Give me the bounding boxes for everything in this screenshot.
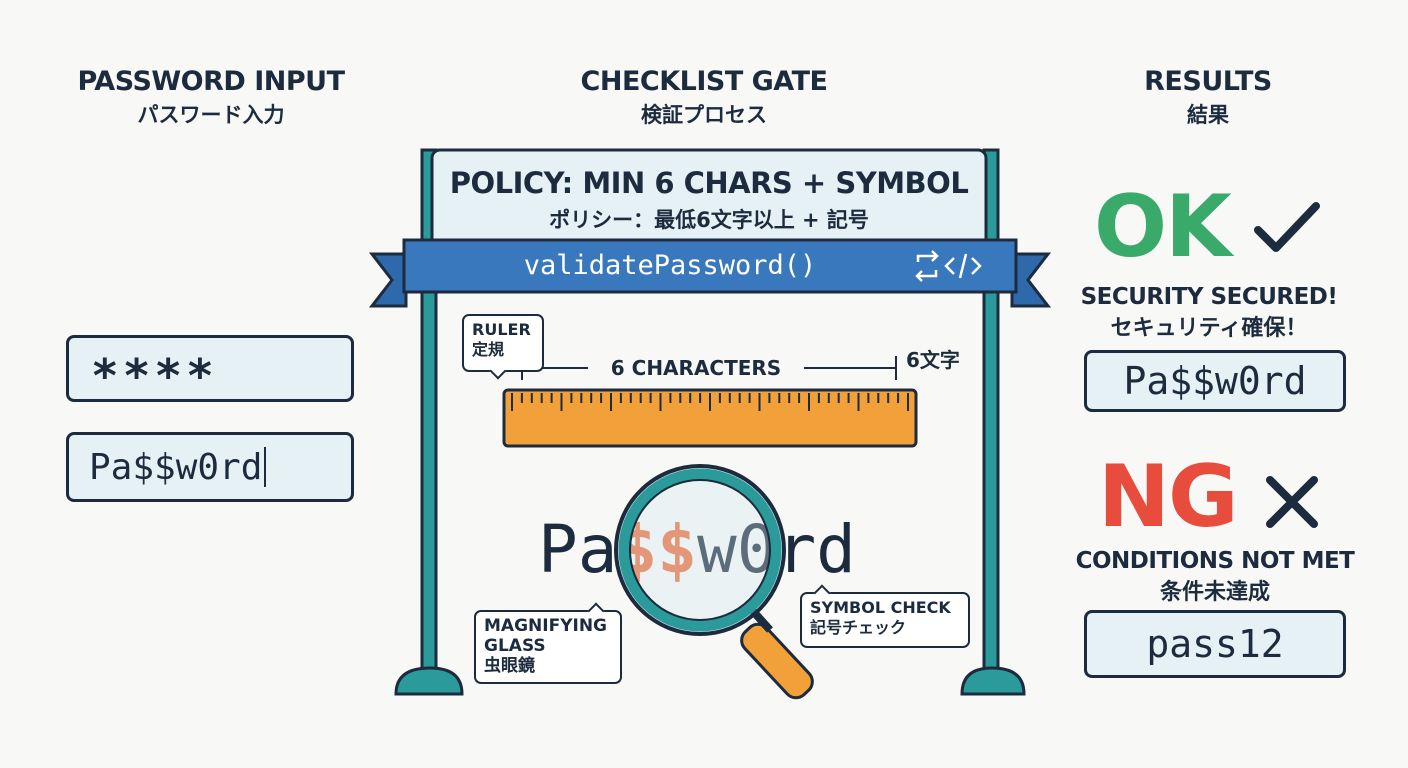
ruler-callout-ja: 定規	[472, 340, 505, 359]
ruler-icon	[502, 388, 918, 448]
sample-password-prefix: Pa	[538, 511, 618, 588]
plain-password-field[interactable]: Pa$$w0rd	[66, 432, 354, 502]
banner-right-tail	[1010, 252, 1052, 308]
gate-column-title: CHECKLIST GATE	[580, 66, 828, 97]
ng-message-en: CONDITIONS NOT MET	[1075, 548, 1355, 574]
ok-example-value: Pa$$w0rd	[1123, 359, 1307, 403]
masked-password-field[interactable]: ****	[66, 335, 354, 402]
magnifier-callout-en: MAGNIFYING GLASS	[484, 616, 608, 656]
ng-example-value: pass12	[1146, 622, 1284, 666]
sample-password: Pa$$w0rd	[538, 512, 898, 588]
input-column-subtitle: パスワード入力	[137, 103, 285, 127]
masked-password-value: ****	[91, 348, 218, 403]
sample-password-symbols: $$	[617, 511, 697, 588]
results-column-title: RESULTS	[1144, 66, 1272, 97]
cross-icon	[1266, 476, 1318, 528]
gate-column-subtitle: 検証プロセス	[641, 103, 767, 127]
symbol-check-callout: SYMBOL CHECK 記号チェック	[800, 592, 970, 648]
ng-message: CONDITIONS NOT MET 条件未達成	[1070, 548, 1360, 606]
sample-password-suffix: w0rd	[696, 511, 856, 588]
code-icon	[944, 253, 982, 279]
input-column-heading: PASSWORD INPUT パスワード入力	[56, 66, 366, 129]
plain-password-value: Pa$$w0rd	[89, 446, 263, 488]
text-cursor	[264, 447, 267, 487]
results-column-heading: RESULTS 結果	[1108, 66, 1308, 129]
ok-message-ja: セキュリティ確保！	[1110, 316, 1308, 341]
gate-column-heading: CHECKLIST GATE 検証プロセス	[534, 66, 874, 129]
ng-example-field: pass12	[1084, 610, 1346, 678]
policy-text-en: POLICY: MIN 6 CHARS + SYMBOL	[449, 166, 969, 200]
magnifier-callout-ja: 虫眼鏡	[484, 656, 535, 676]
check-icon	[1254, 202, 1320, 252]
ok-message: SECURITY SECURED! セキュリティ確保！	[1070, 284, 1348, 342]
right-post-foot	[960, 666, 1026, 696]
left-post-foot	[394, 666, 464, 696]
ng-status: NG	[1098, 447, 1239, 547]
policy-panel	[430, 148, 988, 252]
results-column-subtitle: 結果	[1187, 103, 1229, 127]
magnifier-callout: MAGNIFYING GLASS 虫眼鏡	[474, 610, 622, 684]
loop-icon	[915, 250, 939, 282]
ok-example-field: Pa$$w0rd	[1084, 350, 1346, 412]
banner-left-tail	[368, 252, 408, 308]
policy-text-ja: ポリシー：最低6文字以上 + 記号	[549, 208, 869, 232]
ruler-callout: RULER 定規	[462, 314, 544, 372]
symbol-check-ja: 記号チェック	[810, 618, 907, 637]
ruler-callout-en: RULER	[472, 320, 531, 339]
ok-message-en: SECURITY SECURED!	[1080, 284, 1338, 310]
input-column-title: PASSWORD INPUT	[77, 66, 346, 97]
function-name-label: validatePassword()	[523, 250, 817, 281]
symbol-check-en: SYMBOL CHECK	[810, 598, 951, 617]
function-banner	[402, 238, 1018, 294]
ok-status: OK	[1094, 177, 1232, 277]
length-label-ja: 6文字	[906, 348, 960, 372]
length-label: 6 CHARACTERS	[610, 356, 782, 380]
ng-message-ja: 条件未達成	[1159, 580, 1270, 605]
